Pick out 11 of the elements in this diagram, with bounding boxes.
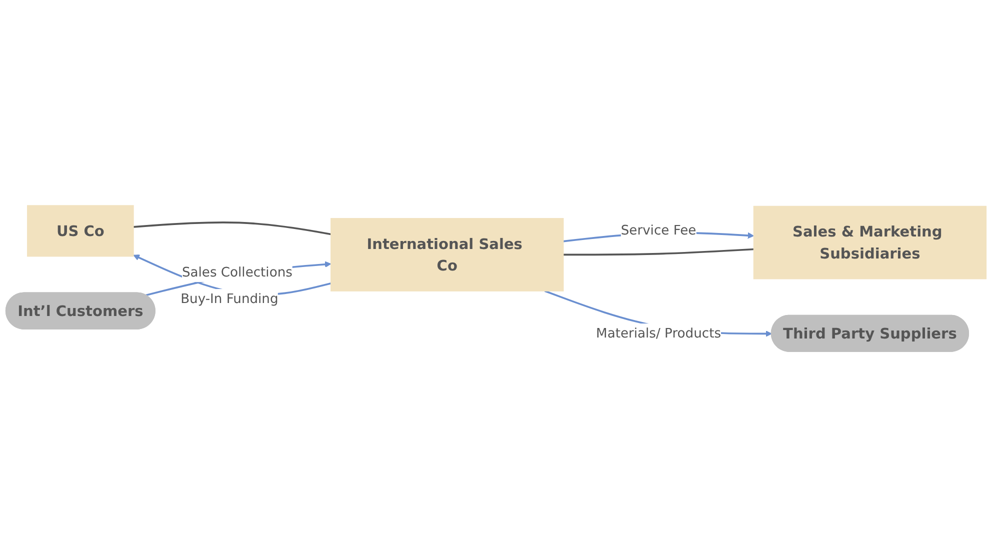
connector — [563, 248, 754, 256]
connector — [133, 221, 332, 236]
edge-label: Service Fee — [620, 222, 696, 238]
edge-label: Buy-In Funding — [180, 291, 278, 306]
arrow — [146, 261, 332, 296]
edge-label: Sales Collections — [182, 264, 292, 280]
arrow — [133, 254, 332, 296]
edge-label: Materials/ Products — [596, 326, 722, 341]
node-box: Sales & Marketing Subsidiaries — [753, 206, 987, 280]
node-box: International Sales Co — [330, 218, 564, 292]
node-box: US Co — [27, 205, 134, 257]
